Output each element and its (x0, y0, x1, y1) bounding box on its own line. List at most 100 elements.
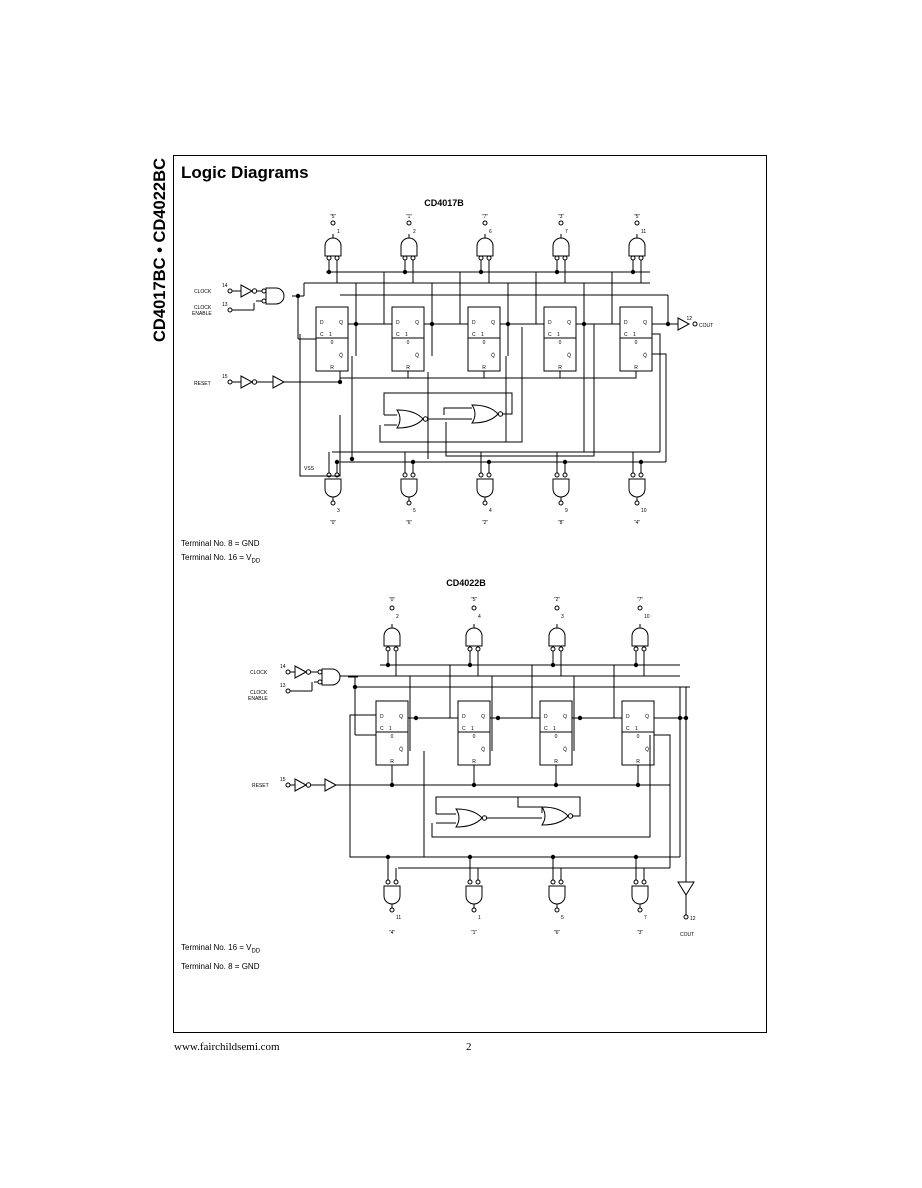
pin-number: 4 (478, 614, 481, 620)
nor-gate (541, 806, 569, 826)
pin-number: 14 (280, 664, 286, 670)
clock-label: CLOCK (250, 670, 268, 676)
pin-number: 15 (222, 374, 228, 380)
top-output-label: "2" (554, 597, 561, 603)
junction-dot (385, 854, 391, 860)
inversion-bubble (393, 646, 399, 652)
bottom-output-label: "8" (558, 520, 565, 526)
inversion-bubble (422, 416, 429, 422)
inversion-bubble (486, 472, 492, 478)
junction-dot (486, 459, 492, 465)
junction-dot (478, 269, 484, 275)
and-gate (265, 287, 285, 305)
inversion-bubble (550, 879, 556, 885)
ff-d-label: D (624, 320, 628, 326)
inversion-bubble (554, 472, 560, 478)
nor-gate (455, 808, 483, 828)
output-terminal (406, 500, 412, 506)
inversion-bubble (558, 879, 564, 885)
ff-r-label: R (554, 759, 558, 765)
junction-dot (550, 854, 556, 860)
wire (435, 796, 581, 817)
and-gate (628, 478, 646, 498)
ff-q-label: Q (491, 320, 495, 326)
pin-number: 2 (396, 614, 399, 620)
inversion-bubble (475, 646, 481, 652)
wire (431, 735, 651, 838)
side-title: CD4017BC • CD4022BC (150, 158, 169, 342)
pin-number: 1 (478, 915, 481, 921)
clock-label: CLOCK (194, 289, 212, 295)
ff-c-label: C (548, 332, 552, 338)
bottom-output-label: "4" (389, 930, 396, 936)
terminal-note-22-a: Terminal No. 16 = VDD (181, 943, 261, 955)
wire (299, 334, 341, 477)
inversion-bubble (305, 782, 312, 788)
junction-dot (413, 715, 419, 721)
wire (340, 371, 637, 379)
pin-number: 11 (396, 915, 401, 921)
junction-dot (554, 269, 560, 275)
bottom-output-label: "2" (482, 520, 489, 526)
footer-url[interactable]: www.fairchildsemi.com (174, 1041, 280, 1053)
ff-d-label: D (320, 320, 324, 326)
bottom-output-label: "4" (634, 520, 641, 526)
ff-1-label: 1 (635, 726, 638, 732)
buffer-gate (677, 881, 695, 896)
flip-flop (467, 306, 501, 372)
ff-1-label: 1 (405, 332, 408, 338)
junction-dot (677, 715, 683, 721)
inversion-bubble (486, 255, 492, 261)
output-terminal (482, 220, 488, 226)
inversion-bubble (261, 288, 267, 294)
output-terminal (482, 500, 488, 506)
inversion-bubble (554, 255, 560, 261)
junction-dot (467, 662, 473, 668)
top-output-label: "5" (471, 597, 478, 603)
and-gate (324, 478, 342, 498)
ff-1-label: 1 (557, 332, 560, 338)
wire (652, 353, 667, 462)
clock-enable-label: CLOCK (250, 690, 268, 696)
ff-d-label: D (462, 714, 466, 720)
ff-r-label: R (330, 365, 334, 371)
flip-flop (315, 306, 349, 372)
and-gate (552, 478, 570, 498)
pin-number: 14 (222, 283, 228, 289)
cd4017b-title: CD4017B (424, 198, 464, 208)
ff-0-label: 0 (637, 734, 640, 740)
ff-qbar-label: Q̄ (567, 352, 571, 359)
output-terminal (637, 605, 643, 611)
output-terminal (471, 605, 477, 611)
output-terminal (389, 605, 395, 611)
and-gate (321, 668, 341, 686)
pin-number: 12 (686, 316, 692, 322)
clock-input-terminal (285, 669, 291, 675)
output-terminal (634, 220, 640, 226)
terminal-note-17-a: Terminal No. 8 = GND (181, 539, 260, 548)
pin-number: 13 (222, 302, 228, 308)
and-gate (548, 885, 566, 905)
and-gate (476, 237, 494, 257)
inversion-bubble (467, 646, 473, 652)
output-terminal (330, 220, 336, 226)
cout-label: COUT (680, 932, 694, 938)
clock-enable-terminal (285, 688, 291, 694)
pin-number: 10 (644, 614, 650, 620)
ff-q-label: Q (645, 714, 649, 720)
ff-r-label: R (636, 759, 640, 765)
inversion-bubble (633, 646, 639, 652)
junction-dot (630, 269, 636, 275)
ff-1-label: 1 (389, 726, 392, 732)
inversion-bubble (305, 669, 312, 675)
output-terminal (558, 220, 564, 226)
side-title-text: CD4017BC • CD4022BC (150, 158, 169, 342)
inversion-bubble (467, 879, 473, 885)
clock-enable-label: ENABLE (248, 696, 268, 702)
ff-q-label: Q (399, 714, 403, 720)
ff-d-label: D (396, 320, 400, 326)
ff-q-label: Q (481, 714, 485, 720)
ff-c-label: C (544, 726, 548, 732)
ff-0-label: 0 (555, 734, 558, 740)
and-gate (628, 237, 646, 257)
